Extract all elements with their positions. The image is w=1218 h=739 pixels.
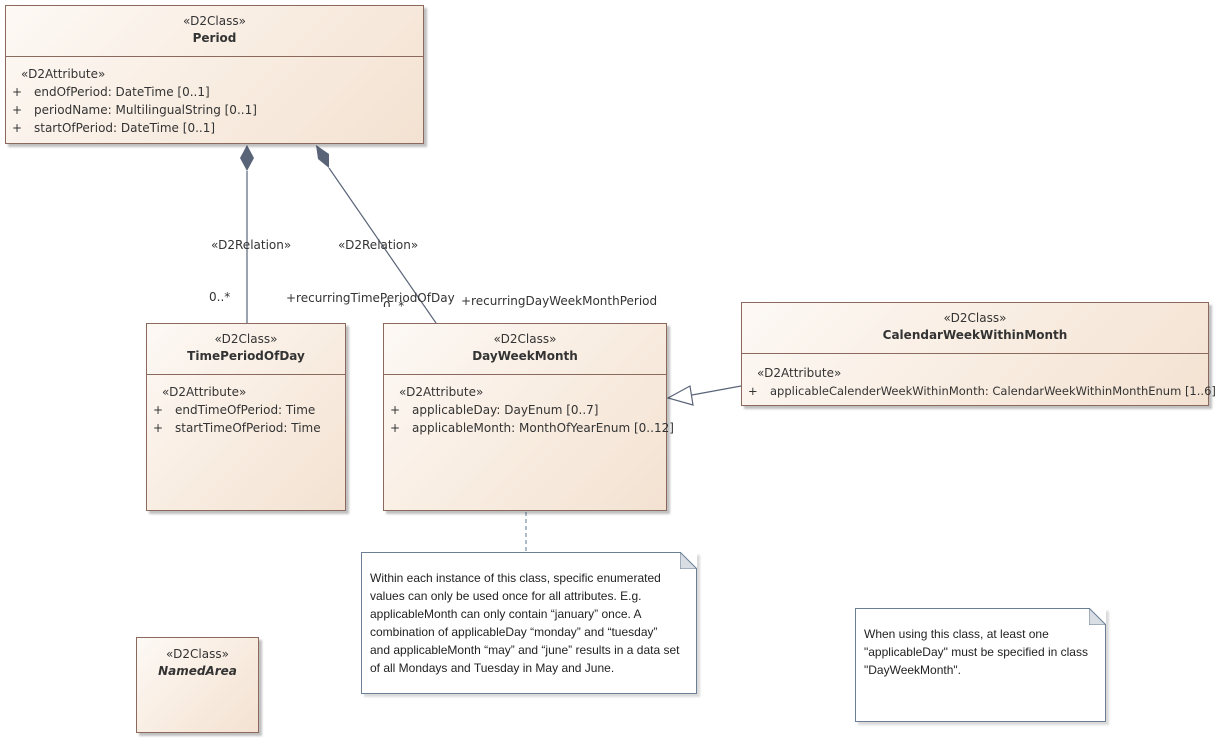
multiplicity-label: 0..* xyxy=(209,290,231,304)
attribute-text: startOfPeriod: DateTime [0..1] xyxy=(34,121,216,135)
note-text: Within each instance of this class, spec… xyxy=(370,571,680,675)
class-timeperiodofday[interactable]: «D2Class» TimePeriodOfDay «D2Attribute» … xyxy=(146,323,346,511)
attribute-row[interactable]: + periodName: MultilingualString [0..1] xyxy=(6,101,423,119)
role-label: +recurringDayWeekMonthPeriod xyxy=(461,294,658,308)
attribute-row[interactable]: + startTimeOfPeriod: Time xyxy=(147,419,345,437)
attribute-text: startTimeOfPeriod: Time xyxy=(175,421,321,435)
class-stereotype: «D2Class» xyxy=(166,647,229,661)
attribute-row[interactable]: + applicableCalenderWeekWithinMonth: Cale… xyxy=(742,382,1216,400)
class-calendarweekwithinmonth[interactable]: «D2Class» CalendarWeekWithinMonth «D2Att… xyxy=(741,302,1216,406)
class-name: TimePeriodOfDay xyxy=(187,349,305,363)
attribute-row[interactable]: + startOfPeriod: DateTime [0..1] xyxy=(6,119,423,137)
visibility-marker: + xyxy=(153,421,164,435)
visibility-marker: + xyxy=(12,85,23,99)
class-header: «D2Class» NamedArea xyxy=(137,638,258,733)
visibility-marker: + xyxy=(12,121,23,135)
class-stereotype: «D2Class» xyxy=(493,332,557,346)
generalization-calendarweek-dayweekmonth[interactable] xyxy=(666,385,742,406)
note-fold-icon xyxy=(680,552,697,569)
attribute-compartment: «D2Attribute» + endTimeOfPeriod: Time + st… xyxy=(147,375,345,437)
composition-period-dayweekmonth[interactable] xyxy=(316,145,437,324)
visibility-marker: + xyxy=(153,403,164,417)
composition-diamond-icon xyxy=(240,145,254,171)
attribute-stereotype: «D2Attribute» xyxy=(399,385,484,399)
note-fold-icon xyxy=(1089,608,1106,625)
class-dayweekmonth[interactable]: «D2Class» DayWeekMonth «D2Attribute» + ap… xyxy=(383,323,674,511)
attribute-compartment: «D2Attribute» + applicableCalenderWeekWit… xyxy=(742,354,1216,400)
attribute-text: endOfPeriod: DateTime [0..1] xyxy=(34,85,210,99)
class-stereotype: «D2Class» xyxy=(214,332,278,346)
note-applicable-day-required[interactable]: When using this class, at least one "app… xyxy=(855,608,1106,722)
attribute-row[interactable]: + applicableMonth: MonthOfYearEnum [0..12… xyxy=(384,419,674,437)
note-constraint-enumerated-values[interactable]: Within each instance of this class, spec… xyxy=(361,552,697,694)
visibility-marker: + xyxy=(390,403,401,417)
visibility-marker: + xyxy=(748,384,758,398)
relation-stereotype-label: «D2Relation» xyxy=(211,238,292,252)
class-header: «D2Class» TimePeriodOfDay xyxy=(147,324,345,375)
class-header: «D2Class» DayWeekMonth xyxy=(384,324,666,375)
visibility-marker: + xyxy=(12,103,23,117)
note-text: When using this class, at least one "app… xyxy=(864,627,1088,677)
attribute-stereotype: «D2Attribute» xyxy=(757,366,842,380)
attribute-compartment: «D2Attribute» + endOfPeriod: DateTime [0.… xyxy=(6,57,423,137)
attribute-row[interactable]: + applicableDay: DayEnum [0..7] xyxy=(384,401,666,419)
class-name: DayWeekMonth xyxy=(472,349,578,363)
class-header: «D2Class» CalendarWeekWithinMonth xyxy=(742,303,1208,354)
attribute-compartment: «D2Attribute» + applicableDay: DayEnum [0… xyxy=(384,375,674,437)
class-name: Period xyxy=(192,31,237,45)
composition-diamond-icon xyxy=(316,145,329,168)
attribute-stereotype: «D2Attribute» xyxy=(21,67,106,81)
relation-stereotype-label: «D2Relation» xyxy=(338,238,419,252)
composition-period-timeperiodofday[interactable] xyxy=(240,145,254,323)
attribute-text: applicableDay: DayEnum [0..7] xyxy=(412,403,599,417)
multiplicity-label: 0..* xyxy=(383,299,405,307)
class-header: «D2Class» Period xyxy=(6,6,423,57)
attribute-text: periodName: MultilingualString [0..1] xyxy=(34,103,257,117)
attribute-text: endTimeOfPeriod: Time xyxy=(175,403,316,417)
class-name: CalendarWeekWithinMonth xyxy=(882,328,1068,342)
class-name: NamedArea xyxy=(158,664,237,678)
class-period[interactable]: «D2Class» Period «D2Attribute» + endOfPer… xyxy=(5,5,424,144)
attribute-stereotype: «D2Attribute» xyxy=(162,385,247,399)
attribute-row[interactable]: + endOfPeriod: DateTime [0..1] xyxy=(6,83,423,101)
class-stereotype: «D2Class» xyxy=(183,14,246,28)
visibility-marker: + xyxy=(390,421,401,435)
class-stereotype: «D2Class» xyxy=(943,311,1007,325)
attribute-row[interactable]: + endTimeOfPeriod: Time xyxy=(147,401,345,419)
role-label: +recurringTimePeriodOfDay xyxy=(286,291,455,305)
class-namedarea[interactable]: «D2Class» NamedArea xyxy=(136,637,259,733)
attribute-text: applicableMonth: MonthOfYearEnum [0..12] xyxy=(412,421,674,435)
attribute-text: applicableCalenderWeekWithinMonth: Calen… xyxy=(770,384,1216,398)
inheritance-arrow-icon xyxy=(666,385,694,406)
